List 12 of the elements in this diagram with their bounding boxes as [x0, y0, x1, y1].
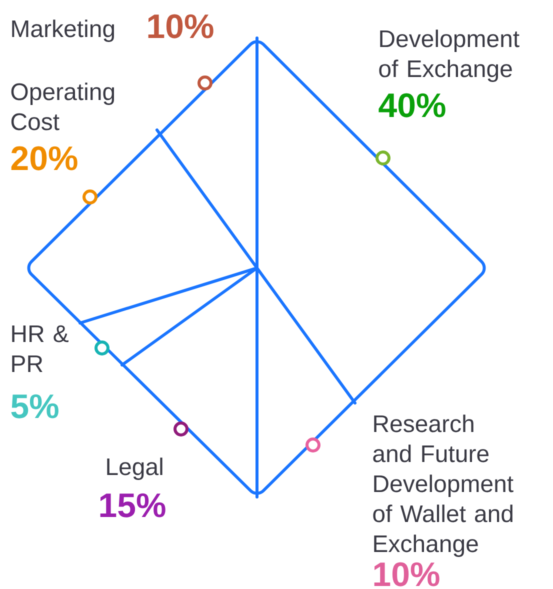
- percentage-label: 10%: [374, 562, 440, 586]
- percentage-label: 40%: [378, 93, 446, 118]
- percentage-label: 20%: [11, 146, 78, 170]
- percentage-label: 10%: [148, 14, 214, 38]
- category-label: Legal: [107, 458, 162, 480]
- category-label: Development of Exchange: [379, 30, 520, 82]
- category-label: Research and Future Development of Wallet and Exchange: [373, 414, 514, 557]
- category-label: HR & PR: [12, 325, 68, 372]
- percentage-label: 15%: [100, 493, 166, 518]
- category-label: Operating Cost: [11, 82, 114, 130]
- category-label: Marketing: [12, 20, 114, 42]
- percentage-label: 5%: [11, 394, 58, 418]
